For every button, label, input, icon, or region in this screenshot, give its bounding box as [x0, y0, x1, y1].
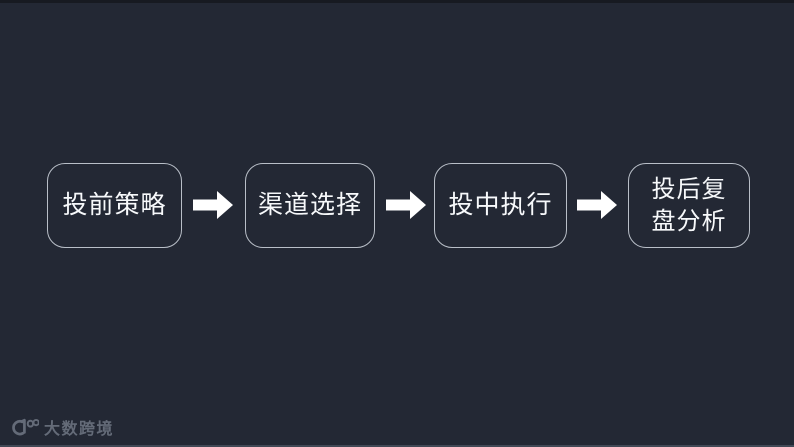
slide-top-edge	[0, 0, 794, 3]
dashu-100-logo-icon	[12, 418, 39, 436]
flow-step-label: 投后复盘分析	[651, 176, 727, 235]
arrow-right-icon	[193, 191, 233, 219]
flow-step-label: 渠道选择	[257, 191, 362, 220]
flow-step-mid-investment-execution: 投中执行	[434, 163, 567, 248]
flow-step-pre-investment-strategy: 投前策略	[47, 163, 182, 248]
flow-step-label: 投前策略	[62, 191, 167, 220]
flow-step-label: 投中执行	[448, 191, 553, 220]
arrow-right-icon	[577, 191, 617, 219]
brand-footer: 大数跨境	[10, 416, 114, 440]
arrow-right-icon	[386, 191, 426, 219]
flow-step-post-investment-review: 投后复盘分析	[628, 163, 750, 248]
slide-bottom-edge	[0, 445, 794, 447]
brand-name: 大数跨境	[44, 420, 115, 438]
flow-step-channel-selection: 渠道选择	[245, 163, 375, 248]
